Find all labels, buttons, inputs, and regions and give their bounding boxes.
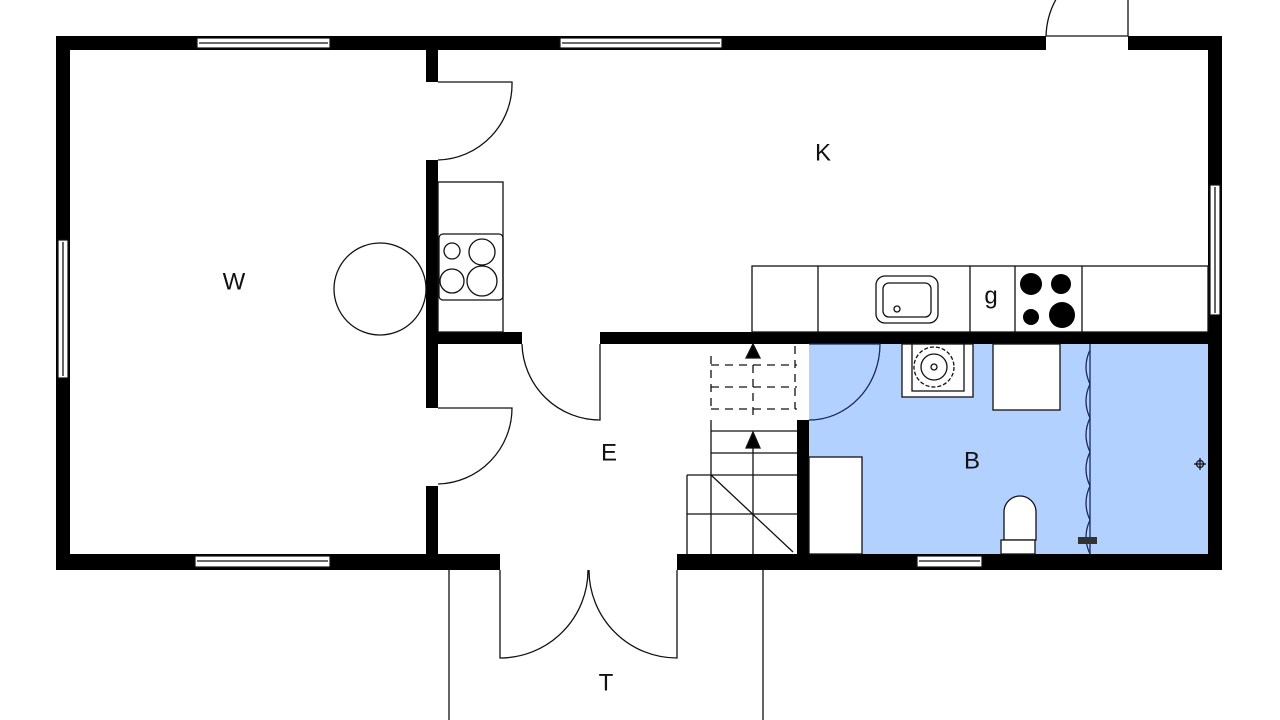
washbasin-icon (913, 346, 955, 388)
room-label-terrace: T (599, 669, 614, 696)
bathroom-fixtures (808, 343, 1206, 555)
cabinet (992, 343, 1061, 411)
door-kitchen-exterior (1045, 0, 1129, 37)
room-label-entrance: E (601, 439, 617, 466)
door-terrace-left (499, 569, 589, 659)
door-living-entrance (437, 407, 513, 485)
stove-icon (1020, 273, 1075, 328)
hob-icon (438, 233, 504, 301)
round-table (333, 242, 427, 336)
arrow-up-icon (745, 430, 761, 449)
gas-label: g (984, 282, 997, 309)
room-label-bathroom: B (964, 447, 980, 474)
door-bathroom (808, 343, 881, 421)
toilet-icon (1003, 495, 1037, 541)
washing-machine (808, 456, 863, 555)
room-label-kitchen: K (815, 139, 831, 166)
terrace-outline (448, 570, 764, 720)
door-terrace-right (588, 569, 678, 659)
kitchen-counter (751, 265, 1209, 333)
door-entrance-kitchen (521, 343, 601, 421)
doors (437, 0, 1129, 659)
shower-mixer (1078, 537, 1097, 544)
room-label-living: W (223, 268, 246, 295)
interior-walls (426, 50, 1208, 556)
side-counter (437, 181, 504, 333)
staircase (686, 342, 797, 554)
door-living-kitchen (437, 81, 513, 161)
arrow-up-icon (744, 342, 762, 359)
windows (57, 37, 1221, 568)
sink-icon (875, 275, 939, 324)
